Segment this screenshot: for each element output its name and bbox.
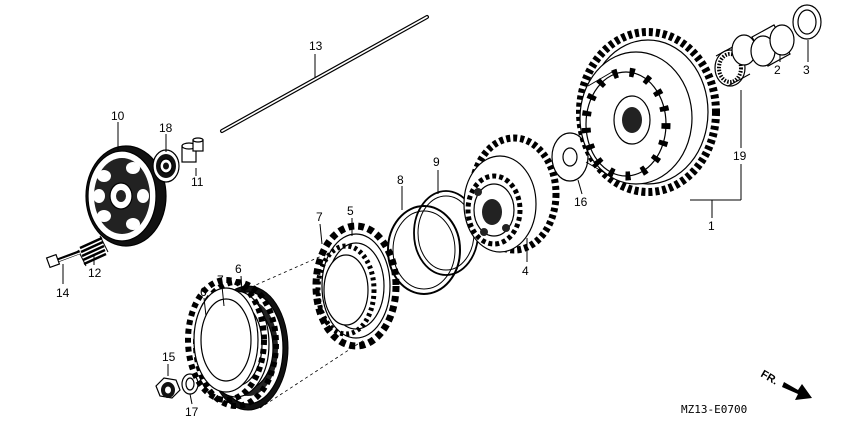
pressure-plate <box>85 145 167 247</box>
callout-12: 12 <box>88 266 102 280</box>
callout-7-upper: 7 <box>316 210 323 224</box>
callout-7-lower: 7 <box>217 273 224 287</box>
callout-17: 17 <box>185 405 199 419</box>
bearing <box>152 149 180 183</box>
callout-14: 14 <box>56 286 70 300</box>
callout-18: 18 <box>159 121 173 135</box>
clutch-disk <box>312 222 400 350</box>
collar <box>750 24 795 67</box>
flange-bolt <box>45 250 81 269</box>
callout-3: 3 <box>803 63 810 77</box>
front-direction-indicator: FR. <box>759 368 812 400</box>
lifter-piece <box>181 137 204 163</box>
clutch-center <box>463 134 560 254</box>
callout-15: 15 <box>162 350 176 364</box>
callout-8: 8 <box>397 173 404 187</box>
callout-5: 5 <box>347 204 354 218</box>
leader-lines <box>62 40 809 405</box>
callout-2: 2 <box>774 63 781 77</box>
callout-9: 9 <box>433 155 440 169</box>
callout-6-upper: 6 <box>235 262 242 276</box>
arrow-right-down-icon <box>782 382 812 400</box>
diagram-code: MZ13-E0700 <box>681 403 747 416</box>
clutch-outer <box>576 28 720 196</box>
fr-label: FR. <box>759 368 780 387</box>
lock-nut <box>155 377 181 399</box>
needle-bearing <box>714 34 757 87</box>
clutch-spring <box>77 235 109 267</box>
friction-plate-stack <box>185 277 289 411</box>
washer-3 <box>792 4 822 40</box>
thrust-washer <box>551 132 589 182</box>
callout-6-lower: 6 <box>200 285 207 299</box>
callout-11: 11 <box>191 175 204 189</box>
push-rod <box>220 15 429 133</box>
callout-1: 1 <box>708 219 715 233</box>
callout-16: 16 <box>574 195 588 209</box>
callout-13: 13 <box>309 39 323 53</box>
callout-10: 10 <box>111 109 125 123</box>
callout-4: 4 <box>522 264 529 278</box>
callout-19: 19 <box>733 149 747 163</box>
judder-spring <box>387 205 461 295</box>
